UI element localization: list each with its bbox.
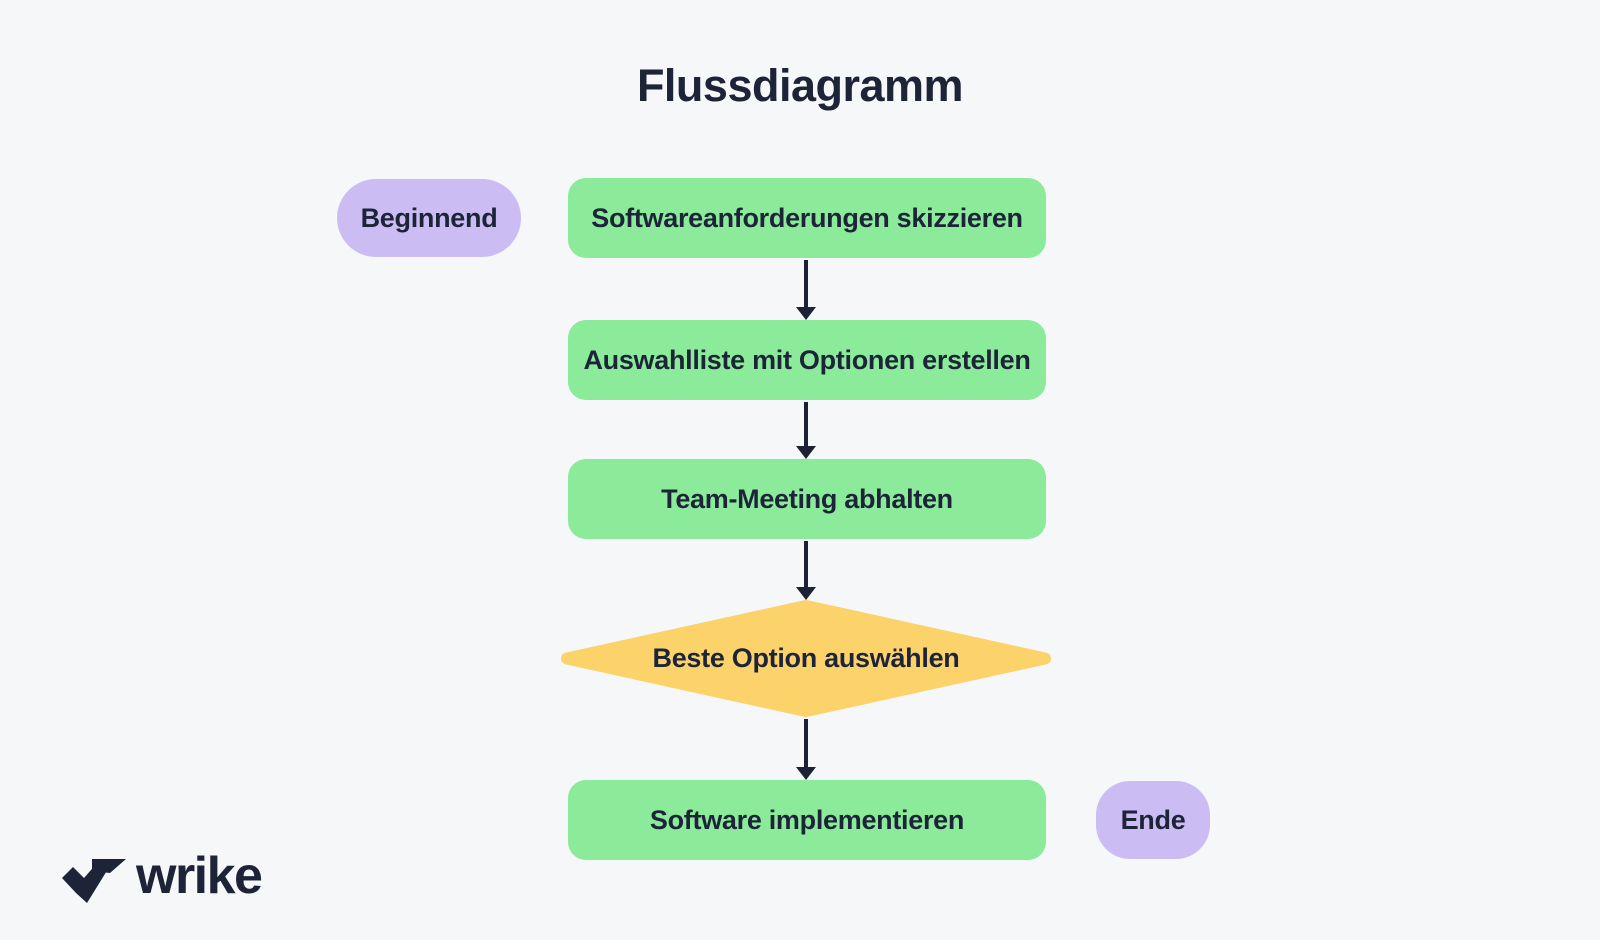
flow-node-start: Beginnend — [337, 179, 521, 257]
wrike-logo-text: wrike — [136, 847, 263, 905]
down-arrow-icon — [804, 541, 808, 587]
flow-node-end: Ende — [1096, 781, 1210, 859]
down-arrow-icon — [804, 260, 808, 307]
down-arrow-icon — [804, 719, 808, 767]
wrike-logo-icon — [62, 859, 126, 903]
flow-node-process-4: Software implementieren — [568, 780, 1046, 860]
flow-node-label: Ende — [1120, 804, 1186, 835]
flow-node-label: Beste Option auswählen — [652, 643, 960, 673]
flow-node-label: Software implementieren — [649, 804, 965, 835]
flow-node-process-1: Softwareanforderungen skizzieren — [568, 178, 1046, 258]
flow-node-decision: Beste Option auswählen — [561, 600, 1051, 717]
flow-node-label: Softwareanforderungen skizzieren — [591, 202, 1023, 233]
down-arrow-icon — [804, 402, 808, 446]
flow-node-label: Beginnend — [360, 202, 498, 233]
flow-node-process-3: Team-Meeting abhalten — [568, 459, 1046, 539]
flow-node-label: Auswahlliste mit Optionen erstellen — [583, 344, 1031, 375]
page-title: Flussdiagramm — [636, 60, 964, 111]
flow-node-process-2: Auswahlliste mit Optionen erstellen — [568, 320, 1046, 400]
decision-diamond-shape — [561, 600, 1051, 717]
wrike-logo: wrike — [62, 847, 263, 905]
flow-node-label: Team-Meeting abhalten — [661, 483, 953, 514]
